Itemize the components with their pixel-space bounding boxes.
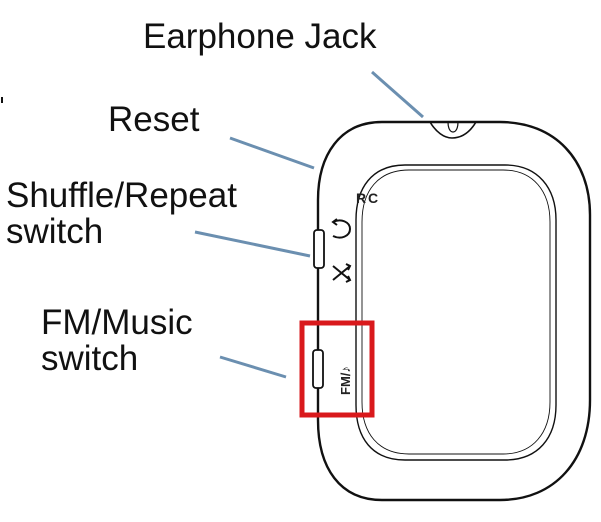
earphone-jack-label: Earphone Jack xyxy=(143,17,377,56)
leader-line-shuffle-repeat xyxy=(194,230,311,258)
fm-music-mark: FM/♪ xyxy=(338,366,353,395)
reset-mark: R xyxy=(356,190,366,206)
leader-line-reset xyxy=(229,136,315,170)
shuffle-repeat-switch xyxy=(313,229,325,269)
fm-music-label-line-1: FM/Music xyxy=(41,303,193,342)
repeat-icon xyxy=(331,218,352,239)
highlight-box xyxy=(299,320,375,418)
earphone-jack-inner xyxy=(447,121,459,133)
device-screen-inner-edge xyxy=(361,169,551,455)
shuffle-repeat-label-line-2: switch xyxy=(6,212,104,251)
shuffle-repeat-label: Shuffle/Repeat switch xyxy=(6,178,237,250)
reset-label: Reset xyxy=(108,100,200,139)
shuffle-repeat-label-line-1: Shuffle/Repeat xyxy=(6,176,237,215)
fm-music-label: FM/Music switch xyxy=(41,305,193,377)
earphone-jack-icon xyxy=(429,121,477,139)
leader-line-earphone-jack xyxy=(371,70,424,119)
shuffle-icon xyxy=(332,263,352,283)
reset-mark-partial: C xyxy=(368,190,378,206)
leader-line-fm-music xyxy=(219,355,287,379)
device-screen xyxy=(355,164,557,461)
fm-music-switch xyxy=(312,349,324,389)
device-outer-body xyxy=(316,120,592,502)
fm-music-label-line-2: switch xyxy=(41,339,139,378)
